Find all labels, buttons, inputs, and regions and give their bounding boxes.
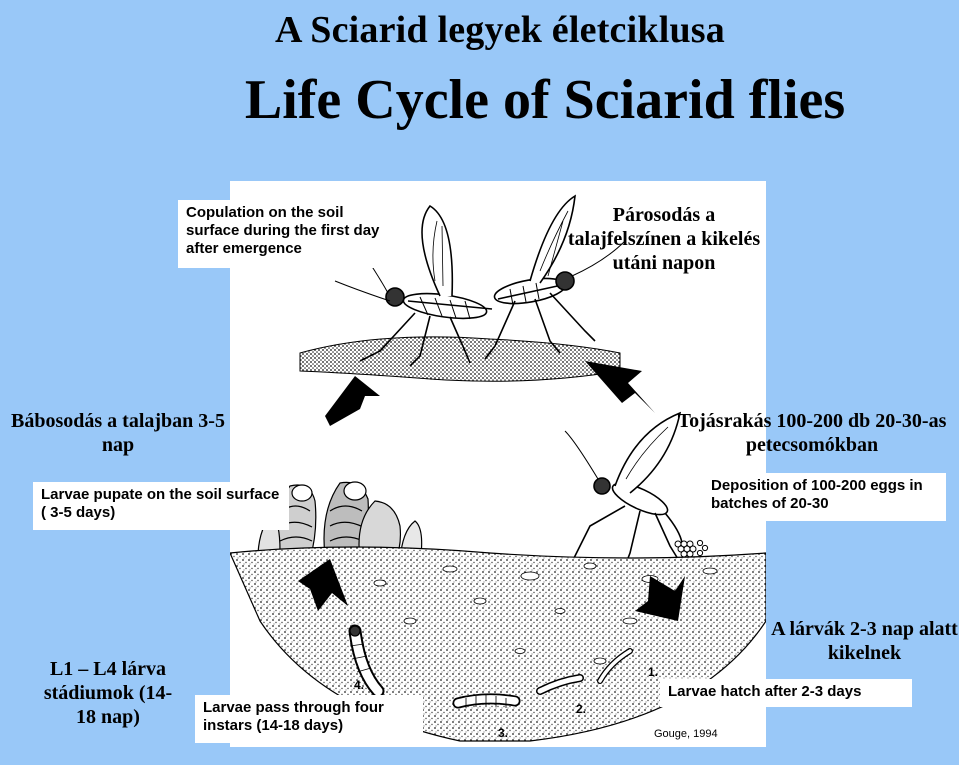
label-babosodas-hu: Bábosodás a talajban 3-5 nap [11,410,225,456]
top-soil-mound [299,336,621,382]
life-cycle-drawing: 1. 2. 3. 4. [230,194,766,742]
stage-number-2: 2. [576,702,586,716]
egg-laying-fly [564,411,709,567]
title-english: Life Cycle of Sciarid flies [244,69,846,131]
arrow-to-copulation [325,376,380,426]
stage-number-1: 1. [648,665,658,679]
stage-number-4: 4. [354,678,364,692]
image-credit: Gouge, 1994 [654,728,718,740]
label-stadiumok-hu: L1 – L4 lárva stádiumok (14-18 nap) [43,658,173,728]
label-larvak-kikelnek-hu: A lárvák 2-3 nap alatt kikelnek [771,618,958,664]
label-deposition-en: Deposition of 100-200 eggs in batches of… [703,473,946,521]
label-pupate-en: Larvae pupate on the soil surface ( 3-5 … [33,482,289,530]
cycle-arrows [298,361,685,621]
label-copulation-en: Copulation on the soil surface during th… [178,200,390,268]
copulating-flies [334,194,626,367]
stage-number-3: 3. [498,726,508,740]
label-tojasrakas-hu: Tojásrakás 100-200 db 20-30-as petecsomó… [677,410,947,456]
label-hatch-en: Larvae hatch after 2-3 days [660,679,912,707]
lower-soil [230,546,766,742]
label-instars-en: Larvae pass through four instars (14-18 … [195,695,423,743]
title-hungarian: A Sciarid legyek életciklusa [275,9,725,51]
arrow-to-hatch [635,576,685,621]
arrow-to-egg-laying [585,361,655,413]
label-parosodas-hu: Párosodás a talajfelszínen a kikelés utá… [567,204,761,274]
larvae [348,624,633,709]
life-cycle-illustration: 1. 2. 3. 4. [230,181,766,747]
arrow-to-pupation [298,559,348,611]
